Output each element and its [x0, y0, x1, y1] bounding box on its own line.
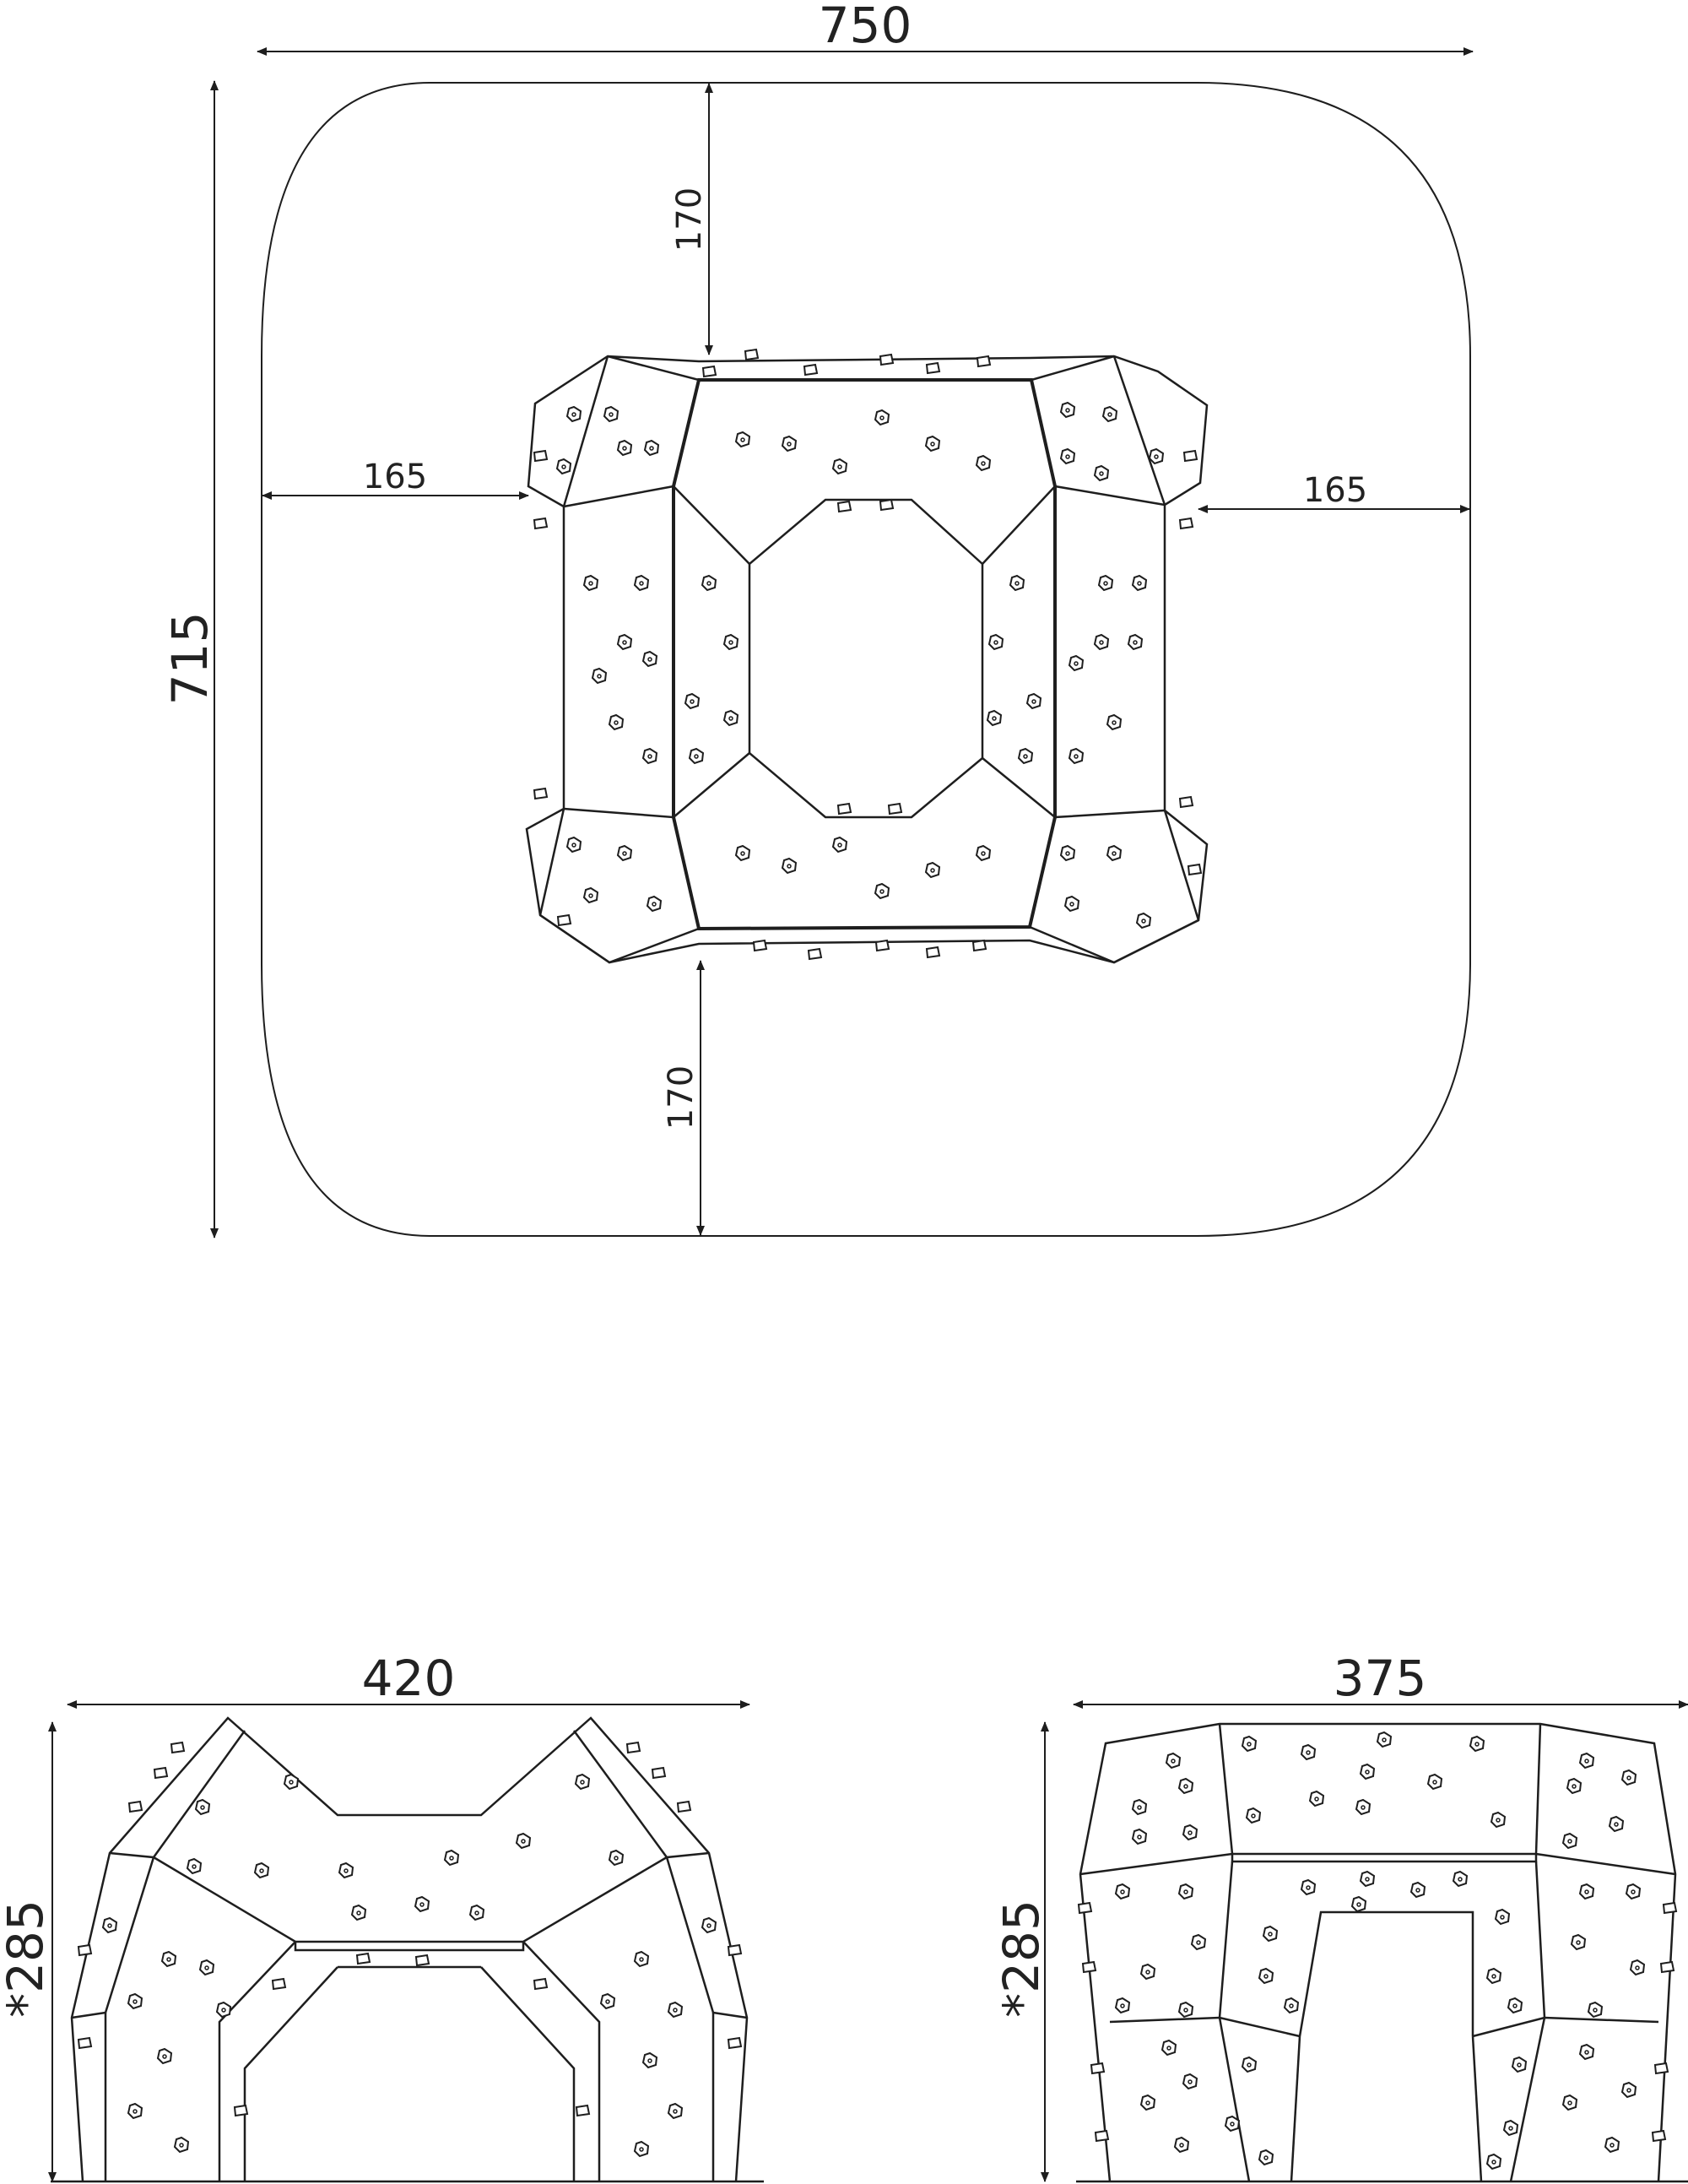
dimension-750-label: 750 [819, 0, 912, 54]
dimension-left-165-label: 165 [363, 458, 427, 496]
dimension-front-285-label: *285 [0, 1899, 54, 2018]
dimension-right-165-label: 165 [1303, 471, 1367, 510]
safety-zone-outline [261, 82, 1471, 1237]
climbing-holds-plan [533, 349, 1202, 960]
climbing-structure-plan [525, 355, 1209, 964]
side-view: 375 *285 [993, 1650, 1688, 2183]
front-view: 420 *285 [0, 1650, 764, 2183]
dimension-bottom-170-label: 170 [662, 1065, 701, 1130]
climbing-structure-side [1076, 1722, 1688, 2183]
dimension-715-label: 715 [161, 612, 219, 706]
dimension-front-420-label: 420 [362, 1650, 456, 1707]
dimension-side-375-label: 375 [1334, 1650, 1427, 1707]
dimension-top-170-label: 170 [670, 187, 709, 252]
dimension-side-285-label: *285 [993, 1899, 1050, 2018]
plan-view: 750 715 170 170 165 165 [161, 0, 1474, 1238]
climbing-holds-side [1078, 1731, 1677, 2170]
climbing-structure-front [51, 1716, 764, 2183]
